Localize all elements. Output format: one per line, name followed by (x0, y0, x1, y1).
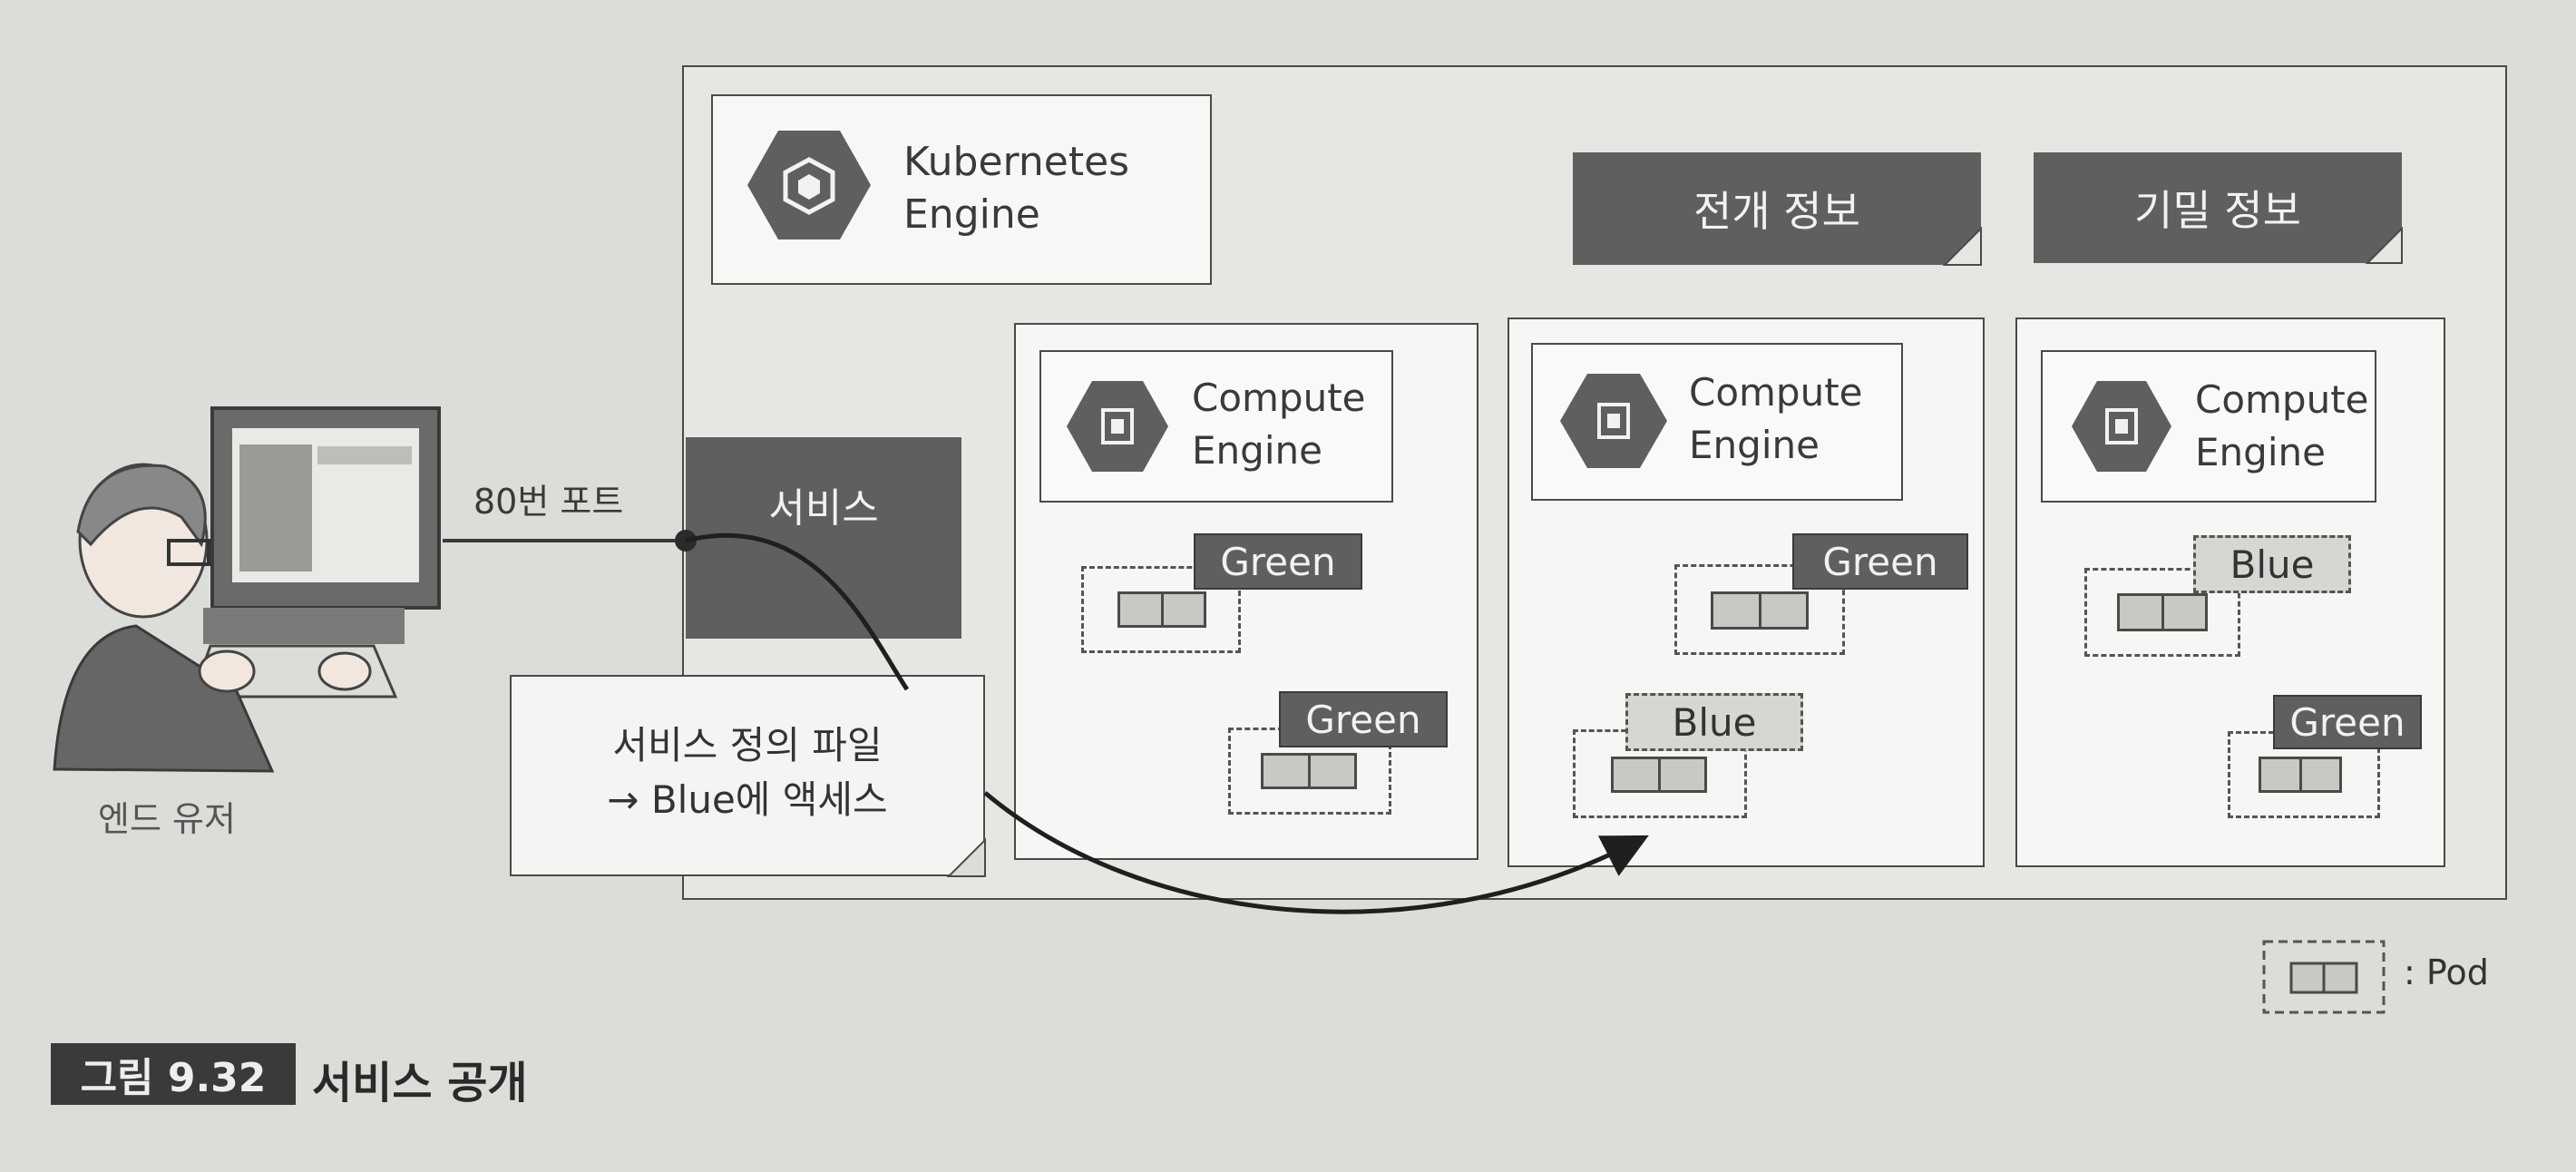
pod-containers (1711, 591, 1809, 630)
compute-engine-line1: Compute (2195, 377, 2369, 422)
pod-label-blue: Blue (1625, 693, 1803, 751)
pod (1081, 566, 1241, 653)
compute-engine-line2: Engine (1689, 423, 1820, 467)
service-label: 서비스 (768, 485, 879, 532)
note-line2: → Blue에 액세스 (607, 777, 888, 822)
compute-engine-line1: Compute (1689, 370, 1863, 415)
compute-engine-line1: Compute (1192, 376, 1366, 420)
pod-label-green: Green (1279, 691, 1448, 747)
compute-engine-line2: Engine (1192, 428, 1322, 473)
kubernetes-engine-line1: Kubernetes (903, 139, 1130, 185)
pod-label-green: Green (2273, 695, 2422, 749)
service-box: 서비스 (686, 437, 961, 639)
pod (1674, 564, 1845, 655)
secret-info-tag: 기밀 정보 (2034, 152, 2402, 263)
figure-number: 그림 9.32 (51, 1043, 296, 1105)
compute-engine-label-3: Compute Engine (2195, 374, 2369, 479)
pod-containers (2117, 593, 2208, 631)
compute-engine-label-1: Compute Engine (1192, 372, 1366, 477)
pod-legend-label: : Pod (2404, 952, 2489, 992)
figure-title: 서비스 공개 (312, 1058, 528, 1109)
pod-legend-icon (2262, 940, 2386, 1014)
compute-engine-line2: Engine (2195, 430, 2326, 474)
compute-engine-label-2: Compute Engine (1689, 366, 1863, 472)
pod-containers (2259, 757, 2342, 793)
pod-containers (1117, 591, 1206, 628)
pod-containers (1611, 757, 1707, 793)
pod (2084, 568, 2240, 657)
pod-label-blue: Blue (2193, 535, 2351, 593)
service-definition-note: 서비스 정의 파일 → Blue에 액세스 (510, 675, 985, 876)
port-label: 80번 포트 (473, 482, 624, 522)
compute-engine-box-3 (2041, 350, 2376, 503)
kubernetes-engine-line2: Engine (903, 191, 1040, 238)
note-line1: 서비스 정의 파일 (612, 723, 883, 767)
end-user-illustration (53, 406, 441, 773)
kubernetes-engine-label: Kubernetes Engine (903, 136, 1129, 241)
pod-containers (1261, 753, 1357, 789)
pod-label-green: Green (1792, 533, 1968, 590)
deployment-info-tag: 전개 정보 (1573, 152, 1981, 265)
pod-label-green: Green (1194, 533, 1362, 590)
end-user-label: 엔드 유저 (98, 799, 236, 839)
